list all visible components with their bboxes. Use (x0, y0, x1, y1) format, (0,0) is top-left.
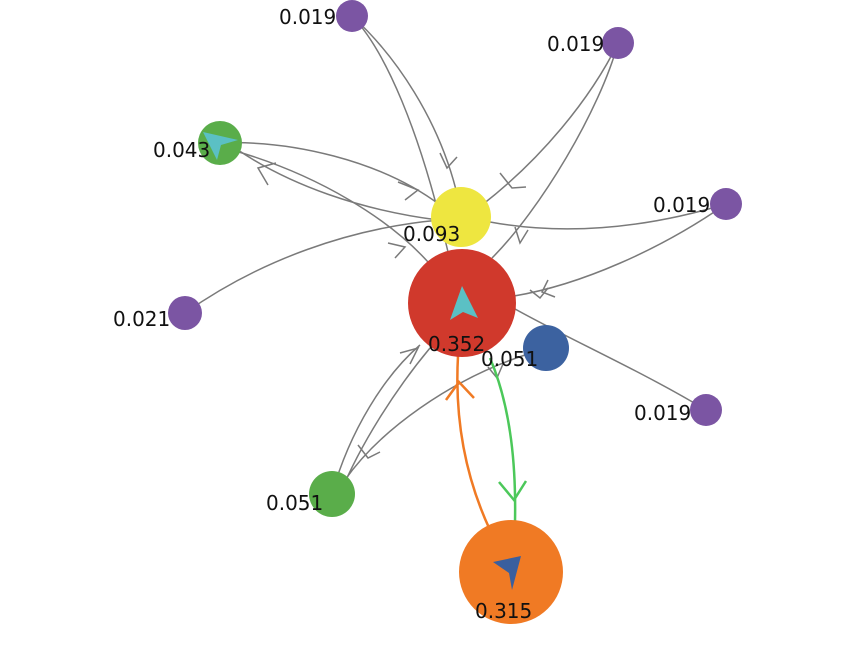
node-purple-left[interactable] (168, 296, 202, 330)
edge-center-to-bottom (488, 357, 517, 523)
arrowhead-icon (498, 480, 528, 503)
nodes-layer (168, 0, 742, 624)
node-label: 0.019 (279, 5, 336, 29)
node-label: 0.021 (113, 307, 170, 331)
arrowhead-icon (514, 226, 529, 245)
edges-layer (184, 15, 727, 495)
node-label: 0.315 (475, 599, 532, 623)
arrowhead-icon (540, 279, 556, 298)
node-purple-bottom-right[interactable] (690, 394, 722, 426)
arrowhead-icon (493, 556, 521, 590)
edge-purple-bottom-right-to-center (507, 304, 707, 411)
node-label: 0.051 (266, 491, 323, 515)
colored-edges-layer (444, 355, 528, 531)
edge-green-bottom-to-center (331, 344, 421, 495)
node-label: 0.019 (653, 193, 710, 217)
arrowhead-icon (203, 132, 238, 160)
arrowhead-icon (357, 444, 381, 459)
arrowhead-icon (439, 152, 458, 170)
edge-green-top-to-center (231, 149, 429, 263)
node-label: 0.093 (403, 222, 460, 246)
arrowhead-icon (444, 380, 475, 401)
node-label: 0.019 (547, 32, 604, 56)
node-purple-right[interactable] (710, 188, 742, 220)
arrowhead-icon (397, 181, 420, 201)
edge-yellow-to-green-top (237, 149, 439, 221)
arrowhead-icon (529, 287, 549, 300)
arrowhead-icon (399, 346, 420, 365)
edge-purple-right-to-center (513, 203, 727, 297)
node-yellow[interactable] (431, 187, 491, 247)
edge-purple-left-to-yellow (184, 219, 441, 314)
edge-bottom-to-center (456, 355, 492, 531)
arrowhead-icon (499, 172, 527, 189)
arrowhead-icon (387, 242, 407, 259)
arrowhead-icon (256, 162, 277, 186)
arrowhead-icon (450, 286, 478, 320)
labels-layer: 0.352 0.315 0.093 0.043 0.051 0.051 0.01… (113, 5, 710, 623)
node-purple-top-right[interactable] (602, 27, 634, 59)
node-label: 0.043 (153, 138, 210, 162)
node-label: 0.019 (634, 401, 691, 425)
node-blue[interactable] (523, 325, 569, 371)
edge-purple-top-right-to-yellow (481, 42, 619, 206)
edge-blue-to-green-bottom (344, 354, 526, 481)
edge-purple-right-to-yellow (489, 203, 727, 230)
node-green-bottom[interactable] (309, 471, 355, 517)
node-purple-top[interactable] (336, 0, 368, 32)
edge-purple-top-right-to-center (491, 42, 619, 259)
edge-green-bottom-to-center-2 (339, 347, 431, 495)
node-label: 0.352 (428, 332, 485, 356)
edge-purple-top-to-yellow (351, 15, 459, 199)
node-label: 0.051 (481, 347, 538, 371)
